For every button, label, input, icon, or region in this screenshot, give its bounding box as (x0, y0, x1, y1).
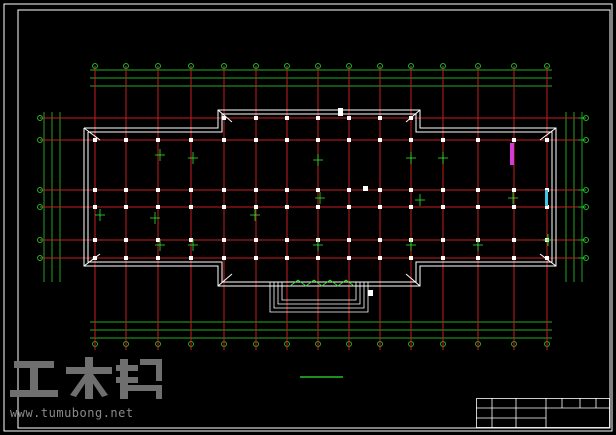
column (285, 188, 289, 192)
watermark-logo (10, 357, 162, 399)
column (93, 256, 97, 260)
column (222, 138, 226, 142)
column (156, 256, 160, 260)
column (347, 138, 351, 142)
column (189, 188, 193, 192)
column (156, 138, 160, 142)
column (285, 116, 289, 120)
column (512, 256, 516, 260)
column (124, 256, 128, 260)
column (285, 256, 289, 260)
column (189, 205, 193, 209)
axis-bubble (583, 255, 589, 261)
column (156, 188, 160, 192)
column (476, 256, 480, 260)
column (378, 205, 382, 209)
column (545, 256, 549, 260)
column (189, 256, 193, 260)
drawing-frame (3, 3, 613, 432)
column (93, 205, 97, 209)
column (222, 205, 226, 209)
column (378, 138, 382, 142)
column (545, 138, 549, 142)
column (409, 138, 413, 142)
column (93, 138, 97, 142)
axis-bubble (583, 115, 589, 121)
column (93, 188, 97, 192)
beam-annotations (95, 149, 553, 251)
column (189, 138, 193, 142)
column (254, 256, 258, 260)
column (409, 256, 413, 260)
column (316, 116, 320, 120)
axis-bubble (583, 137, 589, 143)
column (347, 116, 351, 120)
bottom-dimension-chain (90, 318, 552, 347)
stair-annotation (289, 279, 355, 287)
highlighted-members (338, 108, 548, 296)
right-dimension-chain (562, 112, 589, 282)
column (254, 205, 258, 209)
column (124, 205, 128, 209)
column (222, 238, 226, 242)
column (93, 238, 97, 242)
column (476, 188, 480, 192)
column (156, 238, 160, 242)
column (378, 256, 382, 260)
column (441, 256, 445, 260)
watermark-url: www.tumubong.net (10, 406, 134, 420)
column (378, 116, 382, 120)
column (189, 238, 193, 242)
top-dimension-chain (90, 63, 552, 90)
column (378, 238, 382, 242)
column (254, 138, 258, 142)
column (512, 205, 516, 209)
building-outline (83, 109, 557, 287)
column (512, 238, 516, 242)
column (441, 188, 445, 192)
column (285, 138, 289, 142)
column (285, 205, 289, 209)
column (476, 138, 480, 142)
structural-columns (93, 116, 549, 260)
column (316, 256, 320, 260)
column (222, 116, 226, 120)
column (222, 256, 226, 260)
column (316, 205, 320, 209)
axis-bubble (583, 237, 589, 243)
column (476, 205, 480, 209)
column (347, 238, 351, 242)
column (441, 205, 445, 209)
column (512, 188, 516, 192)
column (156, 205, 160, 209)
column (124, 138, 128, 142)
column (512, 138, 516, 142)
column (285, 238, 289, 242)
column (409, 188, 413, 192)
column (254, 188, 258, 192)
axis-bubble (583, 187, 589, 193)
column (124, 188, 128, 192)
column (409, 205, 413, 209)
axis-bubble (583, 204, 589, 210)
column (222, 188, 226, 192)
column (545, 205, 549, 209)
column (347, 205, 351, 209)
column (316, 188, 320, 192)
title-block (476, 398, 610, 428)
column (254, 116, 258, 120)
left-dimension-chain (37, 112, 64, 282)
column (441, 238, 445, 242)
column (347, 256, 351, 260)
column (124, 238, 128, 242)
entrance-steps (269, 282, 369, 313)
column (347, 188, 351, 192)
column (441, 138, 445, 142)
column (254, 238, 258, 242)
column (316, 138, 320, 142)
column (378, 188, 382, 192)
column (409, 116, 413, 120)
